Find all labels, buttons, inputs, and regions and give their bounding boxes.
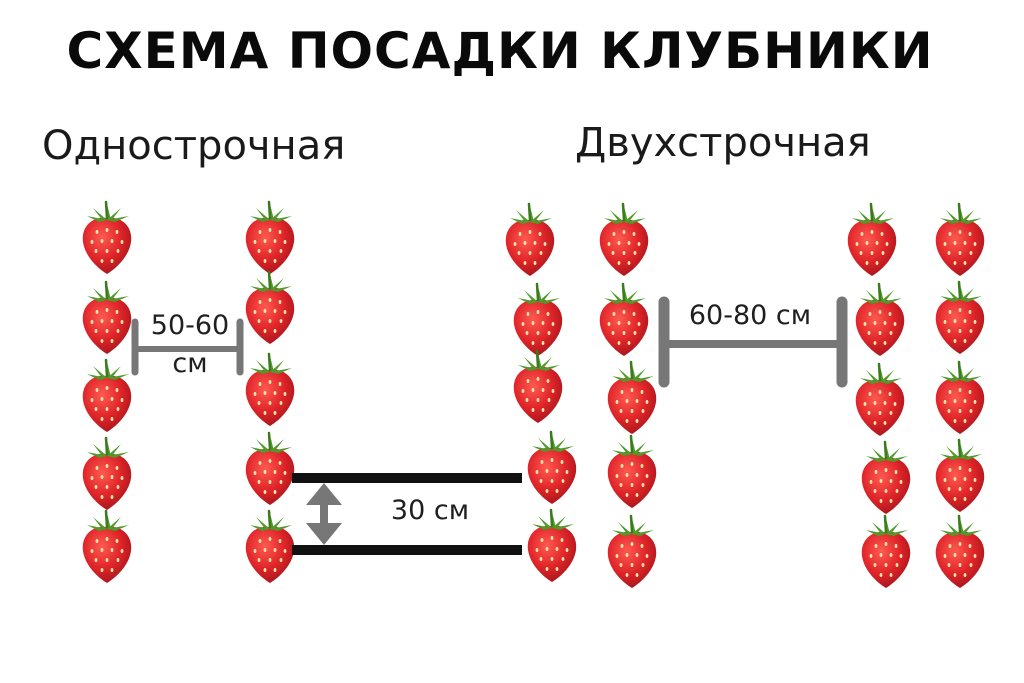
strawberry-icon bbox=[244, 352, 296, 428]
strawberry-icon bbox=[512, 349, 564, 425]
strawberry-icon bbox=[606, 434, 658, 510]
strawberry-icon bbox=[860, 514, 912, 590]
strawberry-icon bbox=[244, 431, 296, 507]
strawberry-icon bbox=[854, 362, 906, 438]
strawberry-icon bbox=[244, 509, 296, 585]
strawberry-icon bbox=[846, 202, 898, 278]
row-gap-label: 30 см bbox=[390, 495, 470, 526]
page-title: СХЕМА ПОСАДКИ КЛУБНИКИ bbox=[66, 22, 934, 80]
strawberry-icon bbox=[606, 514, 658, 590]
row-gap-bottom-bar bbox=[292, 545, 522, 555]
strawberry-icon bbox=[526, 430, 578, 506]
strawberry-icon bbox=[934, 360, 986, 436]
single-row-heading: Однострочная bbox=[42, 123, 346, 169]
strawberry-icon bbox=[504, 202, 556, 278]
strawberry-icon bbox=[598, 282, 650, 358]
single-row-spacing-label: 50-60 см bbox=[140, 307, 240, 383]
strawberry-icon bbox=[81, 358, 133, 434]
strawberry-icon bbox=[81, 280, 133, 356]
bracket-icon bbox=[658, 296, 848, 388]
single-row-spacing-value: 50-60 bbox=[150, 310, 230, 341]
double-row-spacing-label: 60-80 см bbox=[688, 300, 812, 331]
bracket-icon bbox=[131, 318, 244, 376]
strawberry-icon bbox=[512, 282, 564, 358]
strawberry-icon bbox=[244, 270, 296, 346]
strawberry-icon bbox=[81, 200, 133, 276]
strawberry-icon bbox=[81, 509, 133, 585]
strawberry-icon bbox=[244, 200, 296, 276]
strawberry-icon bbox=[860, 440, 912, 516]
row-gap-top-bar bbox=[292, 473, 522, 483]
double-arrow-icon bbox=[306, 483, 342, 545]
strawberry-icon bbox=[606, 360, 658, 436]
strawberry-icon bbox=[81, 436, 133, 512]
strawberry-icon bbox=[934, 202, 986, 278]
strawberry-icon bbox=[934, 280, 986, 356]
double-row-heading: Двухстрочная bbox=[575, 120, 871, 166]
strawberry-icon bbox=[854, 282, 906, 358]
strawberry-icon bbox=[934, 438, 986, 514]
strawberry-icon bbox=[934, 514, 986, 590]
strawberry-icon bbox=[526, 508, 578, 584]
single-row-spacing-unit: см bbox=[172, 348, 208, 379]
strawberry-icon bbox=[598, 202, 650, 278]
